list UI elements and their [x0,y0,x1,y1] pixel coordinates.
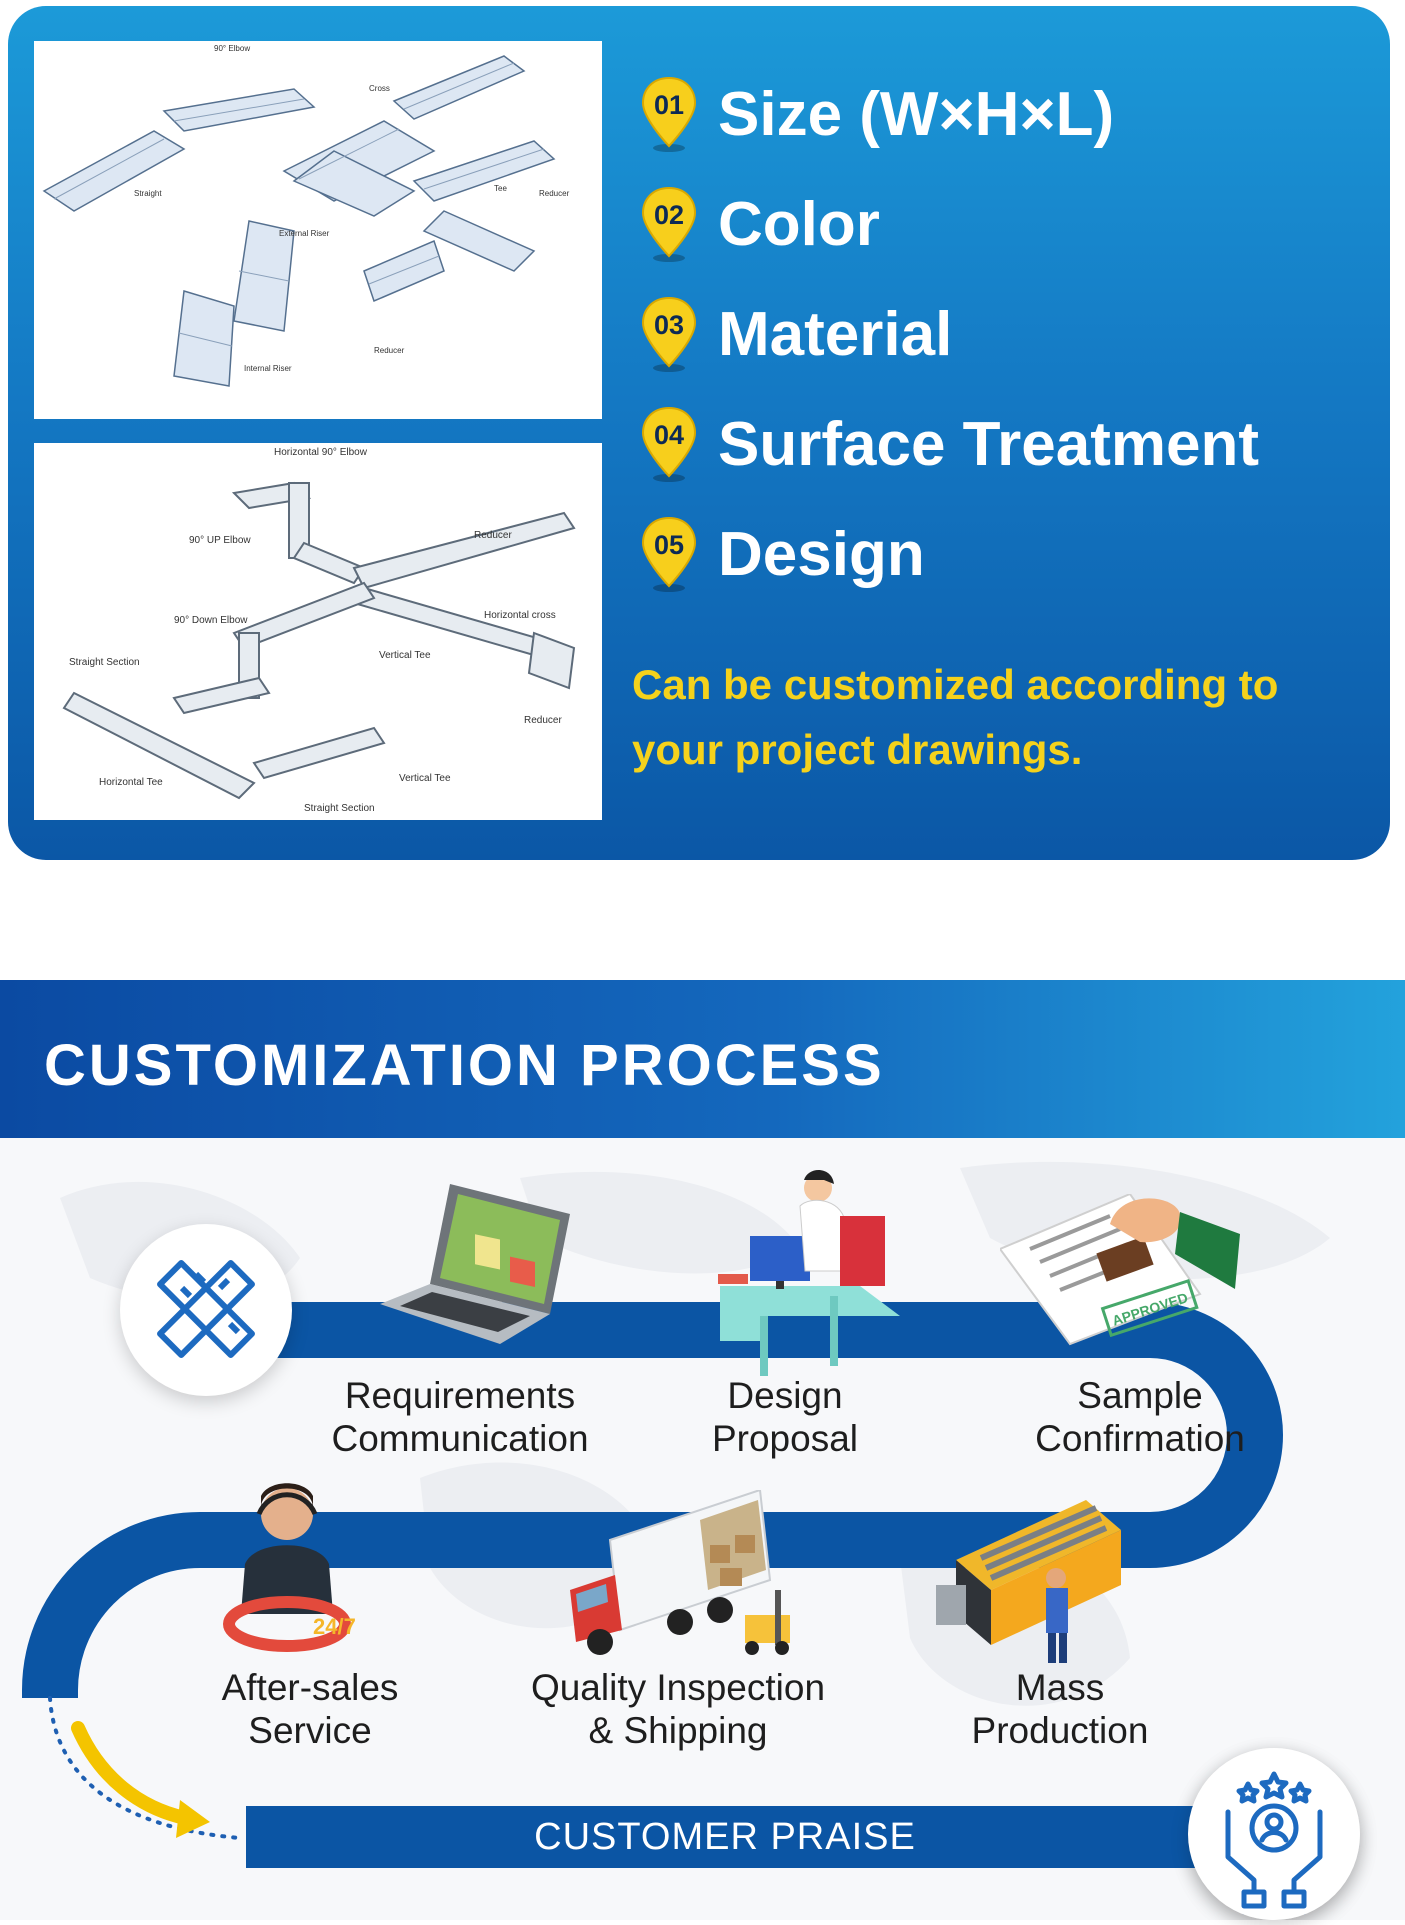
diagram-label: Vertical Tee [399,773,451,784]
customization-note: Can be customized according to your proj… [632,652,1372,782]
spec-item-material: 03 Material [638,294,952,374]
location-pin-icon: 01 [638,74,700,154]
section-title: CUSTOMIZATION PROCESS [44,1033,885,1098]
process-banner: CUSTOMIZATION PROCESS [0,980,1405,1138]
step-line: Quality Inspection [530,1667,826,1708]
praise-hands-icon [1225,1771,1323,1909]
step-after-sales-service: After-sales Service [160,1666,460,1752]
trunking-drawing: Horizontal 90° Elbow 90° UP Elbow Reduce… [62,447,576,814]
diagram-label: Tee [494,184,507,193]
step-line: Confirmation [1035,1418,1245,1459]
support-agent-icon: 24/7 [223,1483,356,1652]
spec-label: Surface Treatment [718,409,1259,479]
pin-number: 02 [653,200,685,230]
diagram-label: Straight Section [69,657,140,668]
diagram-label: External Riser [279,229,330,238]
spec-item-size: 01 Size (W×H×L) [638,74,1114,154]
step-line: Service [248,1710,372,1751]
spec-label: Size (W×H×L) [718,79,1115,149]
laptop-icon [380,1184,570,1344]
pin-number: 03 [653,310,685,340]
step-sample-confirmation: Sample Confirmation [980,1374,1300,1460]
spec-item-design: 05 Design [638,514,925,594]
diagram-label: 90° UP Elbow [189,535,251,546]
diagram-label: 90° Elbow [214,44,250,53]
step-mass-production: Mass Production [900,1666,1220,1752]
diagram-label: Cross [369,84,390,93]
pin-number: 04 [653,420,685,450]
diagram-label: Straight Section [304,803,375,814]
diagram-label: Vertical Tee [379,650,431,661]
desk-icon [718,1169,900,1376]
truck-icon [570,1490,790,1655]
step-line: Production [971,1710,1149,1751]
spec-card: 90° Elbow Cross Straight Tee Reducer Ext… [8,6,1390,860]
step-requirements-communication: Requirements Communication [300,1374,620,1460]
step-line: Proposal [711,1418,859,1459]
note-line: Can be customized according to [632,661,1279,708]
step-line: Requirements [344,1375,576,1416]
step-line: Design [727,1375,843,1416]
note-line: your project drawings. [632,726,1083,773]
step-line: Mass [1015,1667,1105,1708]
location-pin-icon: 04 [638,404,700,484]
diagram-label: Reducer [524,715,562,726]
praise-badge-front [1188,1748,1360,1920]
location-pin-icon: 05 [638,514,700,594]
spec-item-surface-treatment: 04 Surface Treatment [638,404,1259,484]
diagram-label: Reducer [539,189,570,198]
cable-tray-diagram-top: 90° Elbow Cross Straight Tee Reducer Ext… [34,41,602,419]
diagram-label: 90° Down Elbow [174,615,248,626]
diagram-label: Reducer [474,530,512,541]
step-design-proposal: Design Proposal [625,1374,945,1460]
diagram-label: Horizontal 90° Elbow [274,447,368,458]
ruler-pencil-icon [157,1260,255,1358]
step-line: Communication [331,1418,589,1459]
diagram-label: Internal Riser [244,364,292,373]
customer-praise-bar: CUSTOMER PRAISE [246,1806,1204,1868]
location-pin-icon: 03 [638,294,700,374]
24-7-badge: 24/7 [313,1614,356,1639]
step-line: Sample [1077,1375,1203,1416]
curved-arrow-icon [71,1721,210,1838]
design-tools-badge [120,1224,292,1396]
spec-label: Color [718,189,880,259]
step-line: & Shipping [588,1710,768,1751]
customer-praise-label: CUSTOMER PRAISE [534,1815,916,1858]
spec-label: Design [718,519,925,589]
pin-number: 01 [653,90,685,120]
diagram-label: Horizontal cross [484,610,556,621]
ladder-tray-drawing: 90° Elbow Cross Straight Tee Reducer Ext… [42,44,570,387]
machine-icon [936,1500,1121,1663]
diagram-label: Straight [134,189,162,198]
location-pin-icon: 02 [638,184,700,264]
pin-number: 05 [653,530,685,560]
spec-label: Material [718,299,953,369]
cable-trunking-diagram-bottom: Horizontal 90° Elbow 90° UP Elbow Reduce… [34,443,602,820]
spec-item-color: 02 Color [638,184,880,264]
diagram-label: Reducer [374,346,405,355]
step-quality-inspection-shipping: Quality Inspection & Shipping [498,1666,858,1752]
step-line: After-sales [221,1667,399,1708]
stamp-icon: APPROVED [1000,1194,1240,1346]
diagram-label: Horizontal Tee [99,777,163,788]
